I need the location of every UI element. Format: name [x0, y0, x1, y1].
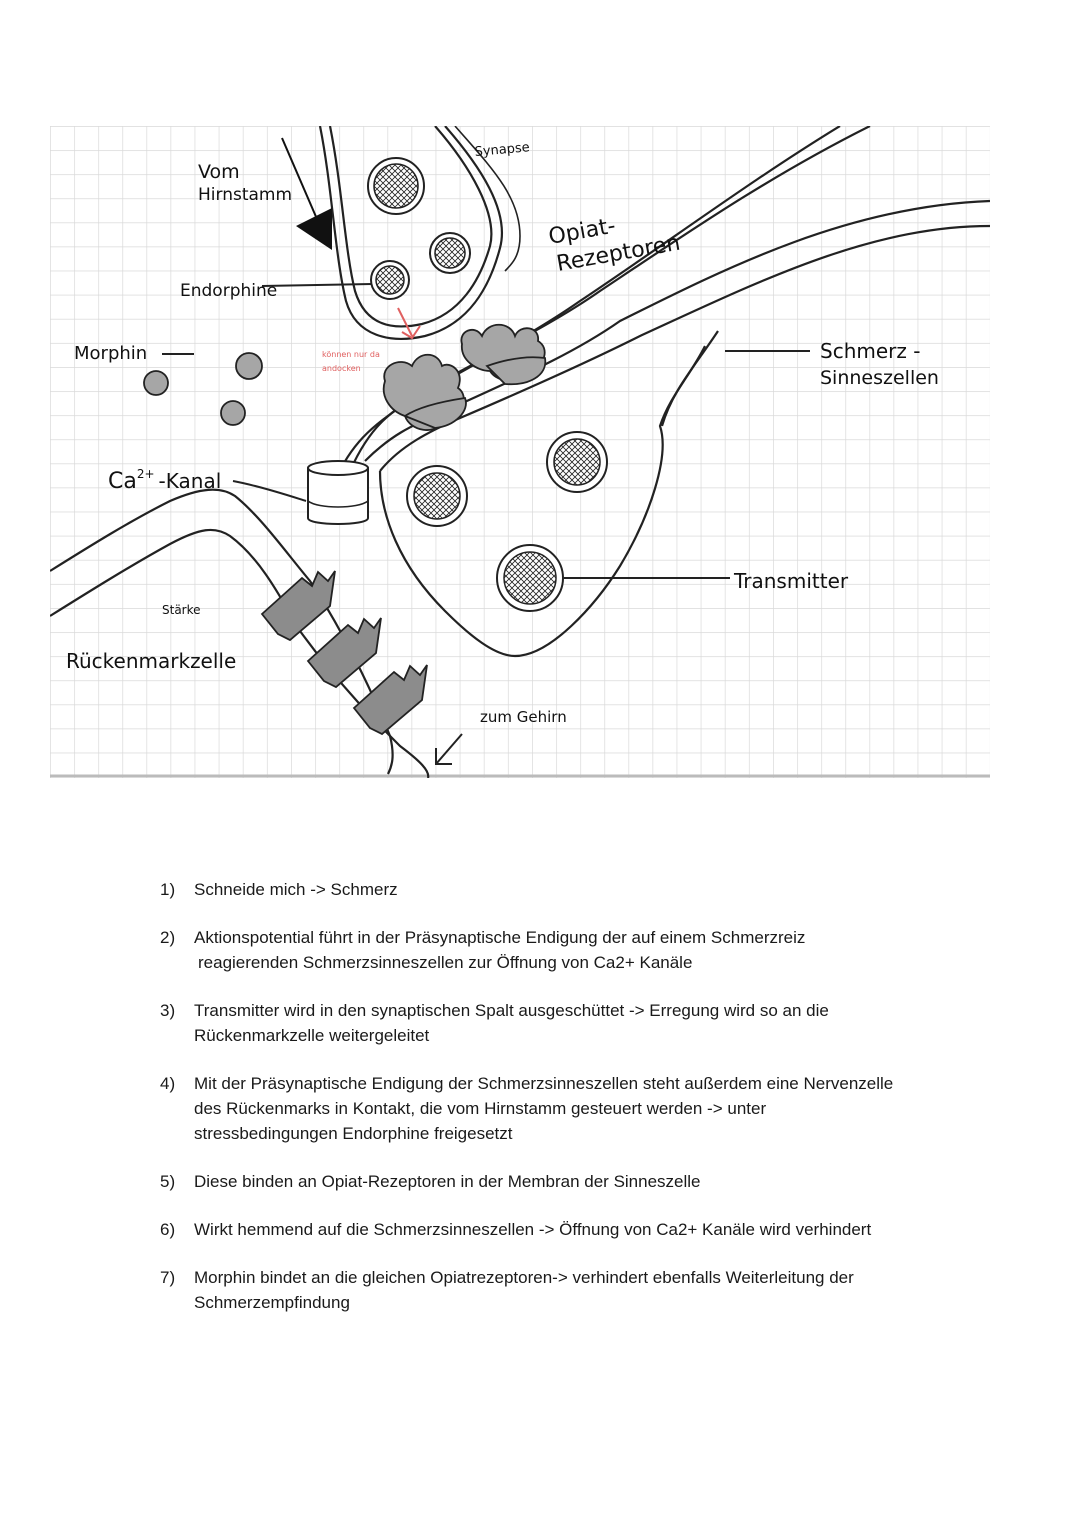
label-zum-gehirn: zum Gehirn [480, 708, 567, 726]
label-morphin: Morphin [74, 343, 147, 364]
label-andocken: andocken [322, 364, 361, 373]
step-item: 6) Wirkt hemmend auf die Schmerzsinneszel… [160, 1217, 960, 1242]
synapse-diagram: Vom Hirnstamm Synapse Opiat- Rezeptoren … [50, 126, 990, 778]
transmitter-vesicle [546, 431, 608, 493]
endorphin-vesicle [370, 260, 410, 300]
black-arrow-icon [296, 208, 332, 250]
label-transmitter: Transmitter [733, 569, 849, 593]
spinal-receptor [260, 570, 428, 736]
step-text: Schmerzempfindung [194, 1293, 350, 1312]
label-sinneszellen: Sinneszellen [820, 367, 939, 389]
step-item: 3) Transmitter wird in den synaptischen S… [160, 998, 960, 1048]
step-text: Diese binden an Opiat-Rezeptoren in der … [194, 1172, 701, 1191]
step-text: Transmitter wird in den synaptischen Spa… [194, 1001, 829, 1020]
label-ca-kanal: Ca2+-Kanal [108, 467, 221, 494]
step-number: 1) [160, 880, 176, 899]
label-schmerz: Schmerz - [820, 339, 920, 363]
label-staerke: Stärke [162, 603, 201, 617]
morphin-molecule [143, 370, 169, 396]
step-number: 5) [160, 1172, 176, 1191]
label-synapse: Synapse [474, 140, 530, 160]
step-number: 7) [160, 1268, 176, 1287]
step-item: 7) Morphin bindet an die gleichen Opiatre… [160, 1265, 960, 1315]
spinal-cord-cell [50, 488, 430, 778]
step-item: 2) Aktionspotential führt in der Präsynap… [160, 925, 960, 975]
label-koennen: können nur da [322, 350, 380, 359]
step-text: Aktionspotential führt in der Präsynapti… [194, 928, 806, 947]
ca-channel [307, 460, 369, 525]
endorphin-vesicle [429, 232, 471, 274]
endorphin-vesicle [367, 157, 425, 215]
morphin-molecule [220, 400, 246, 426]
ca-channel-leader [232, 480, 307, 502]
opiate-receptor [382, 323, 546, 431]
steps-list: 1) Schneide mich -> Schmerz 2) Aktionspote… [160, 877, 960, 1338]
step-number: 4) [160, 1074, 176, 1093]
transmitter-vesicle [496, 544, 564, 612]
label-vom: Vom [198, 161, 240, 183]
step-item: 1) Schneide mich -> Schmerz [160, 877, 960, 902]
morphin-molecule [235, 352, 263, 380]
red-arrow-icon [397, 307, 421, 340]
step-text: Morphin bindet an die gleichen Opiatreze… [194, 1268, 854, 1287]
endorphin-neuron-terminal [318, 126, 504, 340]
label-hirnstamm: Hirnstamm [198, 185, 292, 205]
step-text: reagierenden Schmerzsinneszellen zur Öff… [198, 953, 693, 972]
step-text: Schneide mich -> Schmerz [194, 880, 398, 899]
step-item: 5) Diese binden an Opiat-Rezeptoren in de… [160, 1169, 960, 1194]
step-text: stressbedingungen Endorphine freigesetzt [194, 1124, 513, 1143]
arrow-line [281, 137, 321, 227]
label-endorphine: Endorphine [180, 281, 277, 301]
step-text: Wirkt hemmend auf die Schmerzsinneszelle… [194, 1220, 872, 1239]
endorphine-leader [261, 283, 373, 287]
step-text: Rückenmarkzelle weitergeleitet [194, 1026, 430, 1045]
step-item: 4) Mit der Präsynaptische Endigung der Sc… [160, 1071, 960, 1146]
step-text: Mit der Präsynaptische Endigung der Schm… [194, 1074, 894, 1093]
step-text: des Rückenmarks in Kontakt, die vom Hirn… [194, 1099, 767, 1118]
step-number: 2) [160, 928, 176, 947]
step-number: 6) [160, 1220, 176, 1239]
label-rueckenmarkzelle: Rückenmarkzelle [66, 649, 236, 673]
synapse-outline [454, 126, 521, 272]
step-number: 3) [160, 1001, 176, 1020]
transmitter-vesicle [406, 465, 468, 527]
down-left-arrow-icon [435, 733, 463, 765]
